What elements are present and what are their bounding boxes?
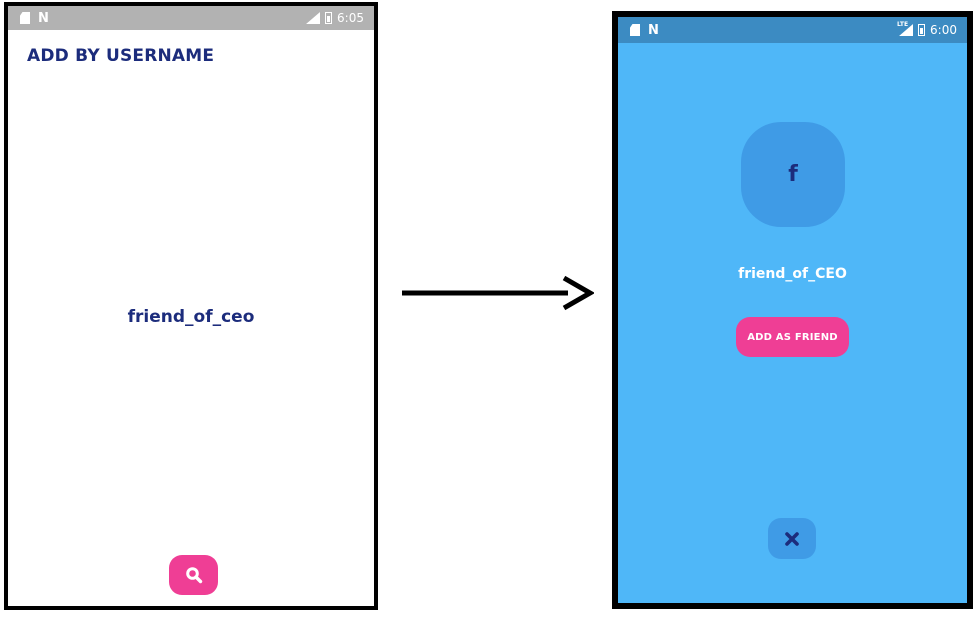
status-bar: N 6:05 bbox=[8, 6, 374, 30]
battery-icon bbox=[325, 12, 333, 24]
avatar-letter: f bbox=[788, 162, 798, 187]
status-time: 6:00 bbox=[930, 23, 957, 37]
page-title: ADD BY USERNAME bbox=[27, 46, 215, 66]
phone-right-profile: N LTE 6:00 f friend_of_CEO ADD AS FRIEND bbox=[612, 11, 973, 609]
lte-signal-icon bbox=[306, 12, 321, 24]
lte-label: LTE bbox=[897, 21, 909, 28]
search-icon bbox=[185, 567, 202, 584]
close-button[interactable] bbox=[768, 518, 816, 559]
username-input-value[interactable]: friend_of_ceo bbox=[127, 307, 255, 327]
battery-icon bbox=[918, 24, 926, 36]
avatar: f bbox=[741, 122, 845, 227]
close-icon bbox=[785, 531, 799, 546]
status-time: 6:05 bbox=[337, 11, 364, 25]
profile-username: friend_of_CEO bbox=[738, 266, 847, 282]
right-arrow-icon bbox=[402, 275, 594, 311]
add-as-friend-button[interactable]: ADD AS FRIEND bbox=[736, 317, 849, 357]
phone-left-add-by-username: N 6:05 ADD BY USERNAME friend_of_ceo bbox=[4, 2, 378, 610]
n-notification-icon: N bbox=[648, 22, 659, 38]
sd-card-icon bbox=[630, 24, 640, 36]
lte-signal-icon: LTE bbox=[897, 21, 914, 36]
status-bar: N LTE 6:00 bbox=[618, 17, 967, 43]
n-notification-icon: N bbox=[38, 10, 49, 26]
sd-card-icon bbox=[20, 12, 30, 24]
search-button[interactable] bbox=[169, 555, 218, 595]
